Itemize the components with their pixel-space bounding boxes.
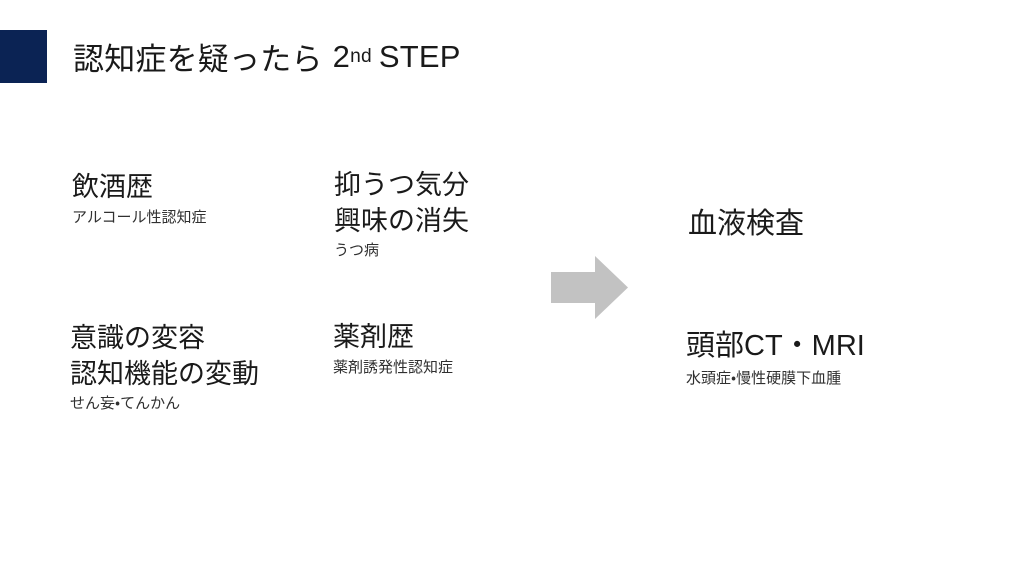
- step-number: 2: [332, 38, 351, 74]
- block-consciousness-change-heading-line2: 認知機能の変動: [70, 358, 259, 389]
- block-medication-history-heading: 薬剤歴: [333, 322, 414, 352]
- page-title: 認知症を疑ったら 2 nd STEP: [73, 30, 461, 83]
- block-head-imaging: 頭部CT・MRI 水頭症・慢性硬膜下血腫: [686, 327, 865, 389]
- block-consciousness-change-heading-line1: 意識の変容: [70, 323, 205, 353]
- block-alcohol-history: 飲酒歴 アルコール性認知症: [72, 170, 207, 227]
- page-title-main: 認知症を疑ったら: [73, 42, 323, 77]
- block-blood-test: 血液検査: [688, 205, 804, 243]
- block-alcohol-history-subtitle: アルコール性認知症: [72, 208, 207, 226]
- block-medication-history: 薬剤歴 薬剤誘発性認知症: [333, 320, 453, 377]
- right-arrow-icon: [551, 256, 628, 319]
- block-medication-history-subtitle: 薬剤誘発性認知症: [333, 358, 454, 376]
- block-alcohol-history-heading: 飲酒歴: [72, 172, 153, 202]
- block-depressed-mood-heading-line1: 抑うつ気分: [334, 170, 469, 200]
- block-head-imaging-subtitle: 水頭症・慢性硬膜下血腫: [686, 370, 842, 388]
- block-blood-test-heading: 血液検査: [688, 208, 805, 240]
- block-consciousness-change-subtitle: せん妄・てんかん: [70, 395, 181, 413]
- block-depressed-mood: 抑うつ気分 興味の消失 うつ病: [334, 168, 469, 261]
- block-consciousness-change: 意識の変容 認知機能の変動 せん妄・てんかん: [70, 321, 259, 414]
- step-word: STEP: [378, 38, 461, 74]
- block-depressed-mood-heading-line2: 興味の消失: [334, 205, 469, 236]
- block-head-imaging-heading: 頭部CT・MRI: [686, 330, 865, 362]
- block-depressed-mood-subtitle: うつ病: [334, 242, 380, 260]
- title-accent-square: [0, 30, 47, 83]
